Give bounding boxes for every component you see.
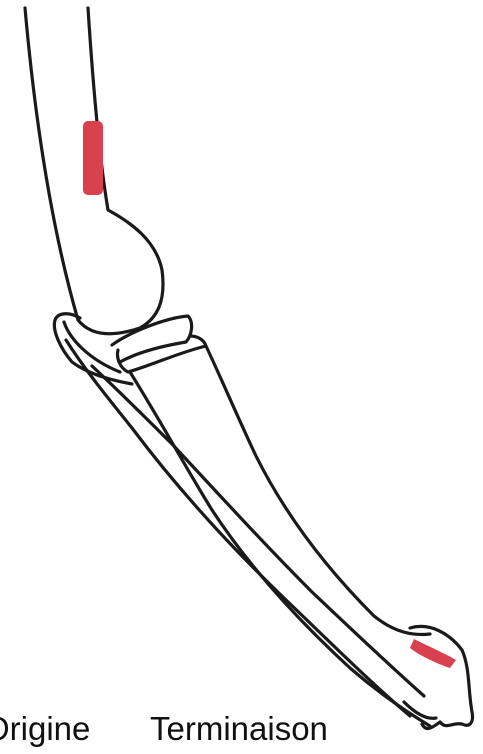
radial-head: [112, 316, 206, 372]
insertion-marker: [410, 639, 456, 668]
olecranon: [54, 314, 132, 384]
origin-marker: [83, 121, 103, 195]
radius: [130, 346, 430, 726]
ulna: [66, 340, 424, 716]
origin-label: Origine: [0, 712, 90, 745]
insertion-label: Terminaison: [150, 712, 328, 745]
